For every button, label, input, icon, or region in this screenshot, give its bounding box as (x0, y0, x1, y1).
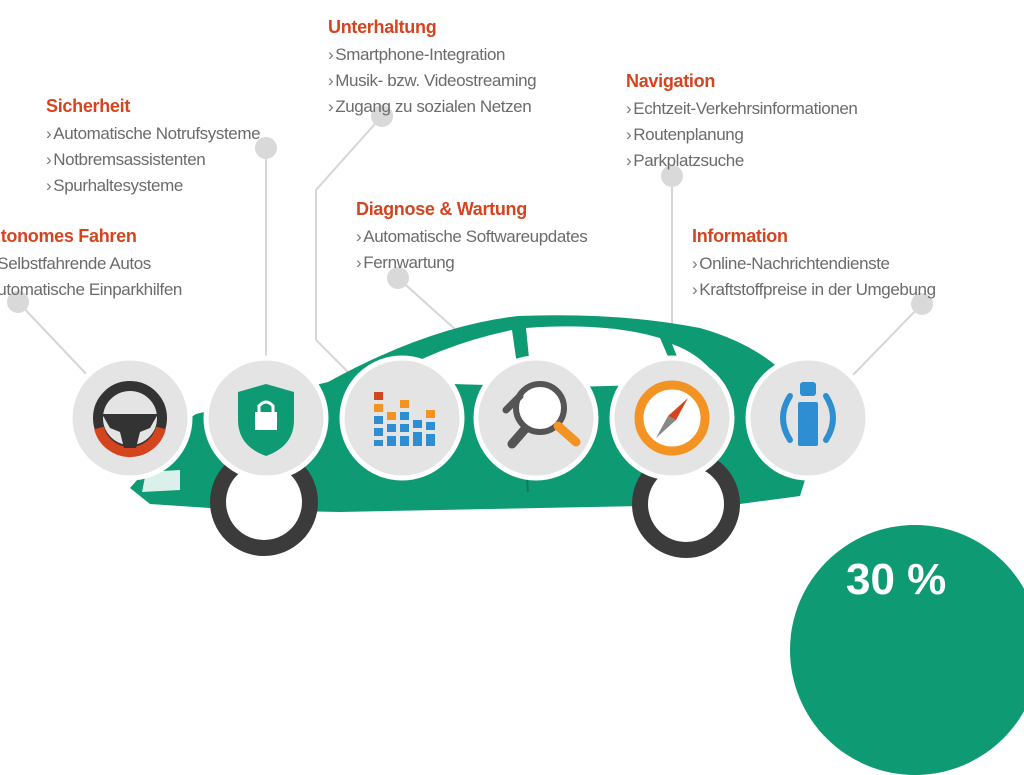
steering-wheel-icon (67, 355, 193, 481)
group-list: Smartphone-Integration Musik- bzw. Video… (328, 42, 536, 120)
list-item: Parkplatzsuche (626, 148, 858, 174)
stat-circle: 30 % (790, 525, 1024, 775)
group-title: Information (692, 226, 788, 246)
info-icon (745, 355, 871, 481)
list-item: Selbstfahrende Autos (0, 251, 182, 277)
list-item: Notbremsassistenten (46, 147, 260, 173)
group-diagnose-wartung: Diagnose & Wartung Automatische Software… (356, 199, 588, 276)
list-item: Online-Nachrichtendienste (692, 251, 936, 277)
group-list: Automatische Softwareupdates Fernwartung (356, 224, 588, 276)
list-item: Musik- bzw. Videostreaming (328, 68, 536, 94)
group-list: Echtzeit-Verkehrsinformationen Routenpla… (626, 96, 858, 174)
group-title: Sicherheit (46, 96, 131, 116)
list-item: Echtzeit-Verkehrsinformationen (626, 96, 858, 122)
group-list: Selbstfahrende Autos utomatische Einpark… (0, 251, 182, 303)
shield-lock-icon (203, 355, 329, 481)
group-title: Diagnose & Wartung (356, 199, 527, 219)
group-title: Navigation (626, 71, 716, 91)
group-list: Automatische Notrufsysteme Notbremsassis… (46, 121, 260, 199)
list-item: Routenplanung (626, 122, 858, 148)
group-sicherheit: Sicherheit Automatische Notrufsysteme No… (46, 96, 261, 199)
group-autonomes-fahren: utonomes Fahren Selbstfahrende Autos uto… (0, 226, 182, 303)
car-illustration (7, 105, 933, 558)
group-information: Information Online-Nachrichtendienste Kr… (692, 226, 936, 303)
connector-lines (17, 115, 923, 379)
group-navigation: Navigation Echtzeit-Verkehrsinformatione… (626, 71, 858, 174)
group-title: utonomes Fahren (0, 226, 137, 246)
group-unterhaltung: Unterhaltung Smartphone-Integration Musi… (328, 17, 537, 120)
infographic: utonomes Fahren Selbstfahrende Autos uto… (0, 0, 1024, 576)
equalizer-icon (339, 355, 465, 481)
list-item: utomatische Einparkhilfen (0, 277, 182, 303)
list-item: Smartphone-Integration (328, 42, 536, 68)
stat-value: 30 % (846, 555, 947, 604)
group-title: Unterhaltung (328, 17, 437, 37)
list-item: Fernwartung (356, 250, 587, 276)
list-item: Kraftstoffpreise in der Umgebung (692, 277, 936, 303)
list-item: Spurhaltesysteme (46, 173, 260, 199)
list-item: Automatische Softwareupdates (356, 224, 588, 250)
list-item: Zugang zu sozialen Netzen (328, 94, 536, 120)
list-item: Automatische Notrufsysteme (46, 121, 260, 147)
group-list: Online-Nachrichtendienste Kraftstoffprei… (692, 251, 936, 303)
magnifier-wrench-icon (473, 355, 599, 481)
compass-icon (609, 355, 735, 481)
